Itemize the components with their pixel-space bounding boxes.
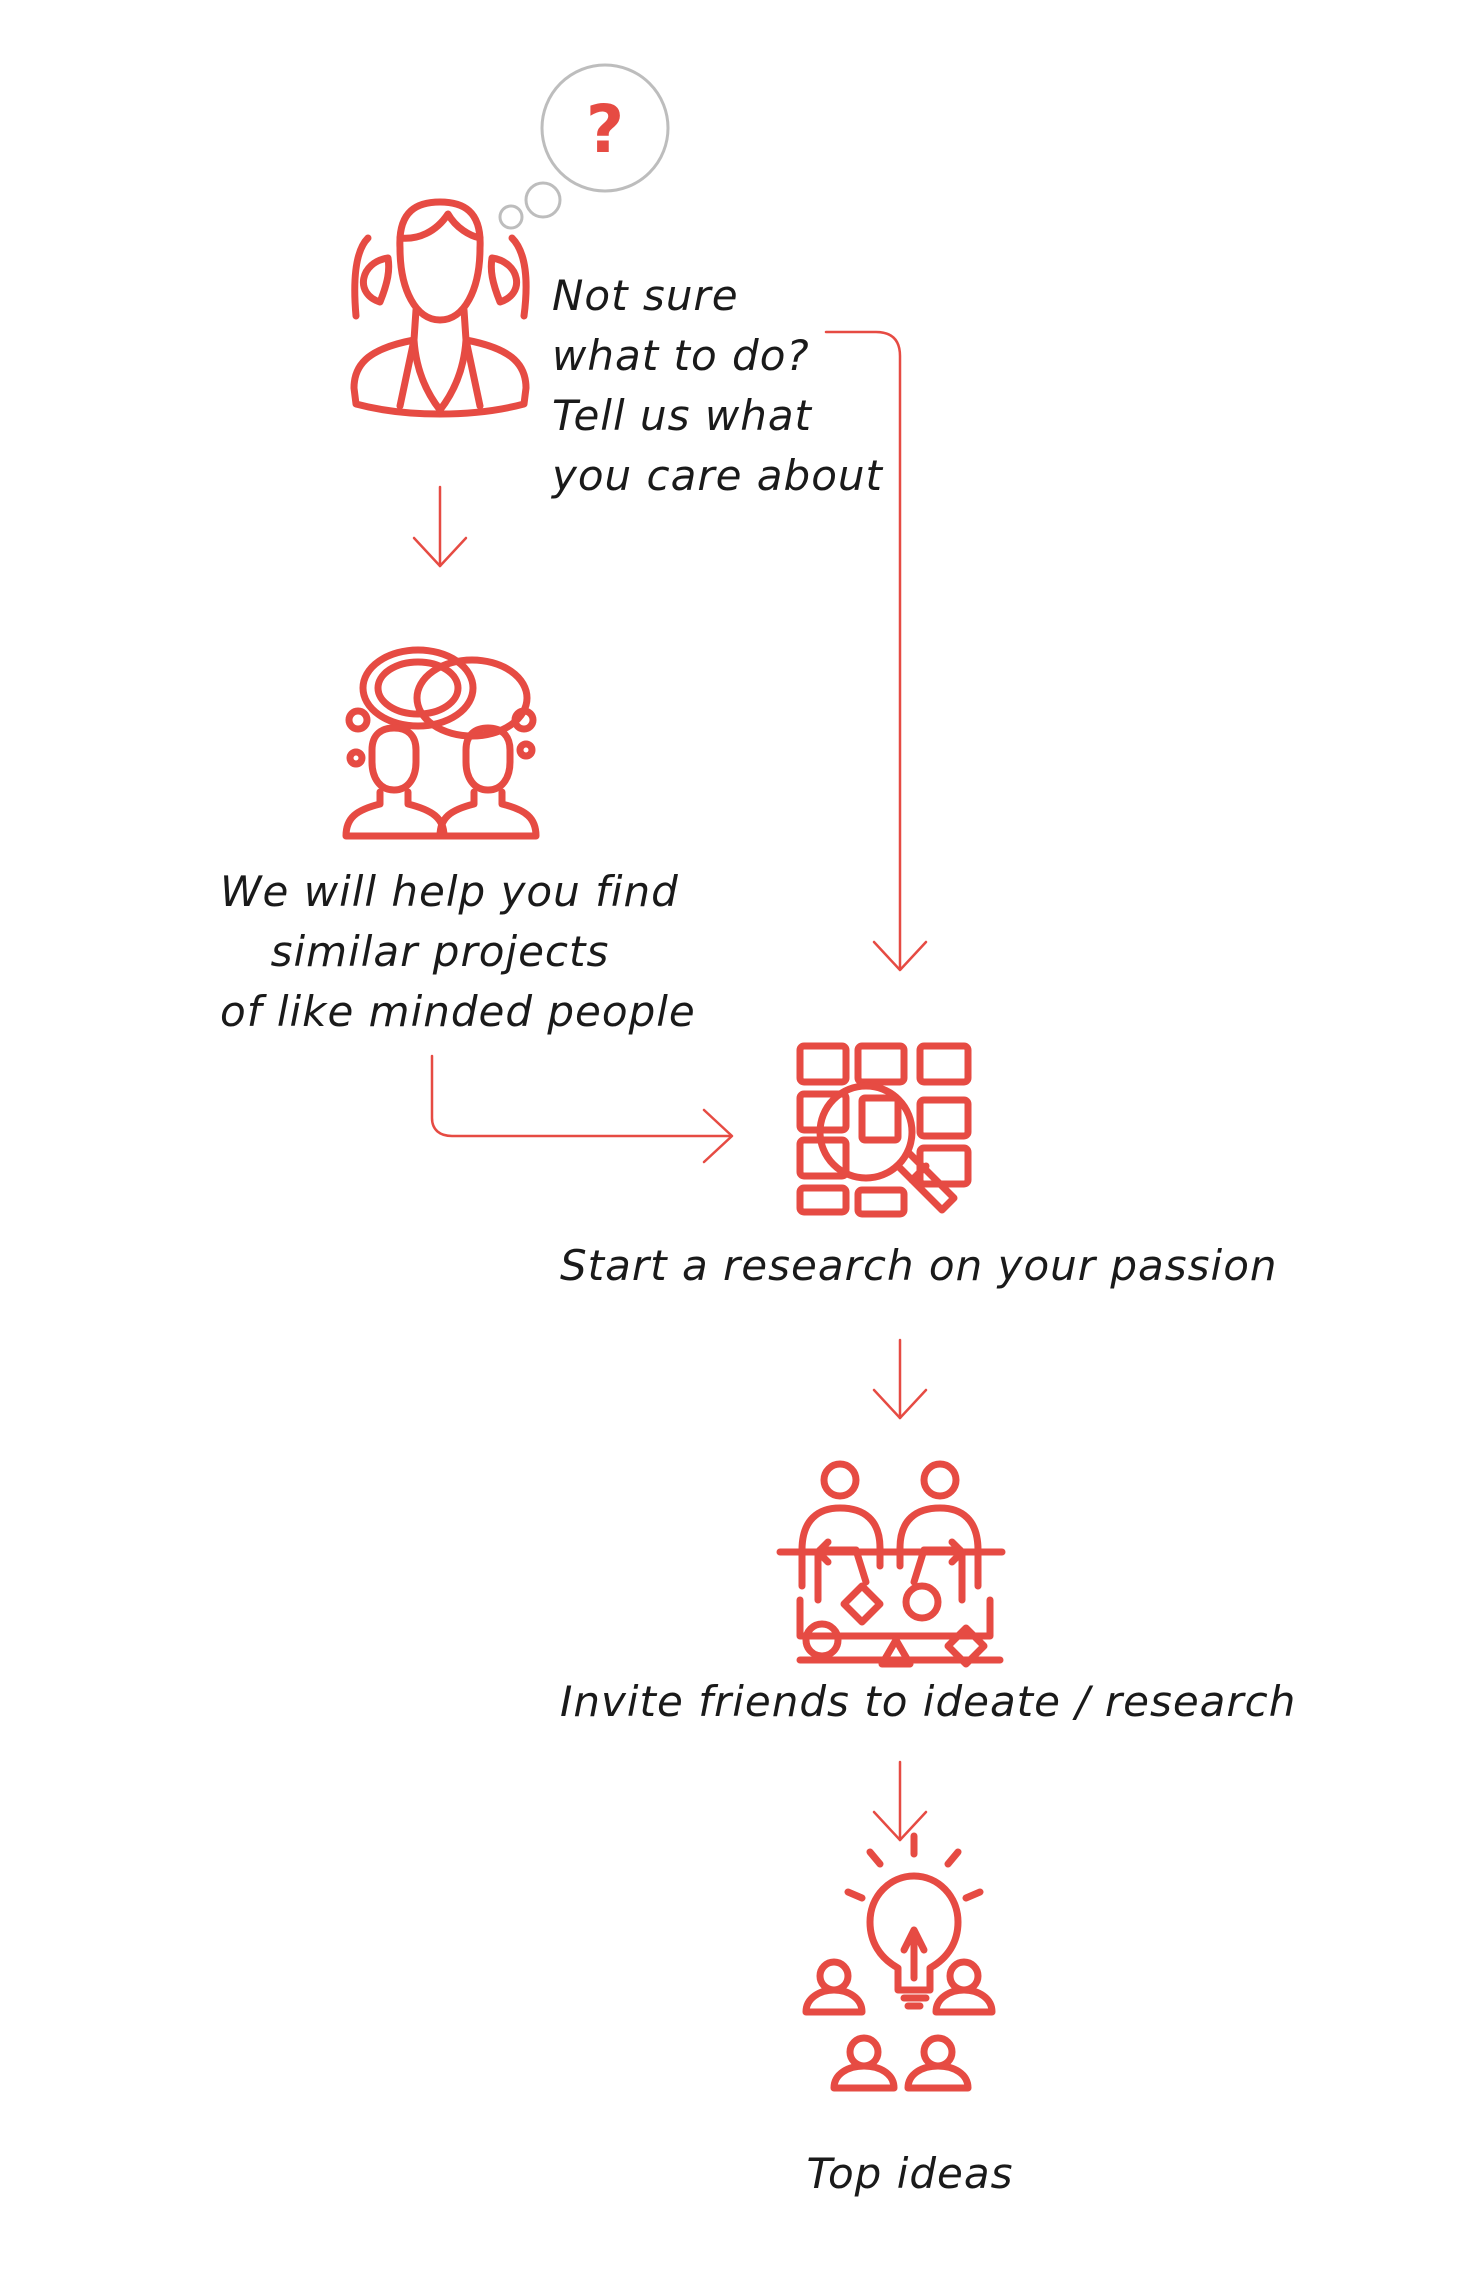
- similar-line-2: similar projects: [270, 927, 610, 976]
- connectors: [412, 330, 928, 1842]
- invite-line-1: Invite friends to ideate / research: [560, 1677, 1297, 1726]
- not-sure-line-4: you care about: [552, 451, 883, 500]
- invite-label: Invite friends to ideate / research: [560, 1672, 1297, 1732]
- not-sure-label: Not sure what to do? Tell us what you ca…: [552, 266, 883, 506]
- arrowhead-down-1: [412, 536, 468, 568]
- not-sure-line-3: Tell us what: [552, 391, 813, 440]
- two-people-speech-icon: [342, 646, 540, 840]
- thought-bubble-small: [498, 204, 524, 230]
- arrowhead-down-2: [872, 1388, 928, 1420]
- question-mark: ?: [586, 91, 624, 168]
- top-ideas-line-1: Top ideas: [806, 2149, 1014, 2198]
- similar-line-3: of like minded people: [220, 987, 696, 1036]
- thought-bubble-medium: [524, 181, 562, 219]
- similar-line-1: We will help you find: [220, 867, 679, 916]
- arrowhead-down-3: [872, 1810, 928, 1842]
- collaboration-table-icon: [776, 1460, 1006, 1668]
- research-label: Start a research on your passion: [560, 1236, 1278, 1296]
- connector-right-down: [824, 330, 902, 970]
- research-line-1: Start a research on your passion: [560, 1241, 1278, 1290]
- not-sure-line-1: Not sure: [552, 271, 739, 320]
- similar-projects-label: We will help you find similar projects o…: [220, 862, 696, 1042]
- arrowhead-down-right: [702, 1108, 734, 1164]
- thought-bubble: [498, 63, 670, 230]
- top-ideas-label: Top ideas: [760, 2144, 1060, 2204]
- not-sure-line-2: what to do?: [552, 331, 810, 380]
- connector-down-right: [430, 1054, 732, 1138]
- arrowhead-right-down: [872, 940, 928, 972]
- woman-thinking-icon: [350, 198, 530, 418]
- grid-magnifier-icon: [796, 1042, 972, 1218]
- thought-bubble-large: [540, 63, 670, 193]
- lightbulb-group-icon: [802, 1832, 996, 2092]
